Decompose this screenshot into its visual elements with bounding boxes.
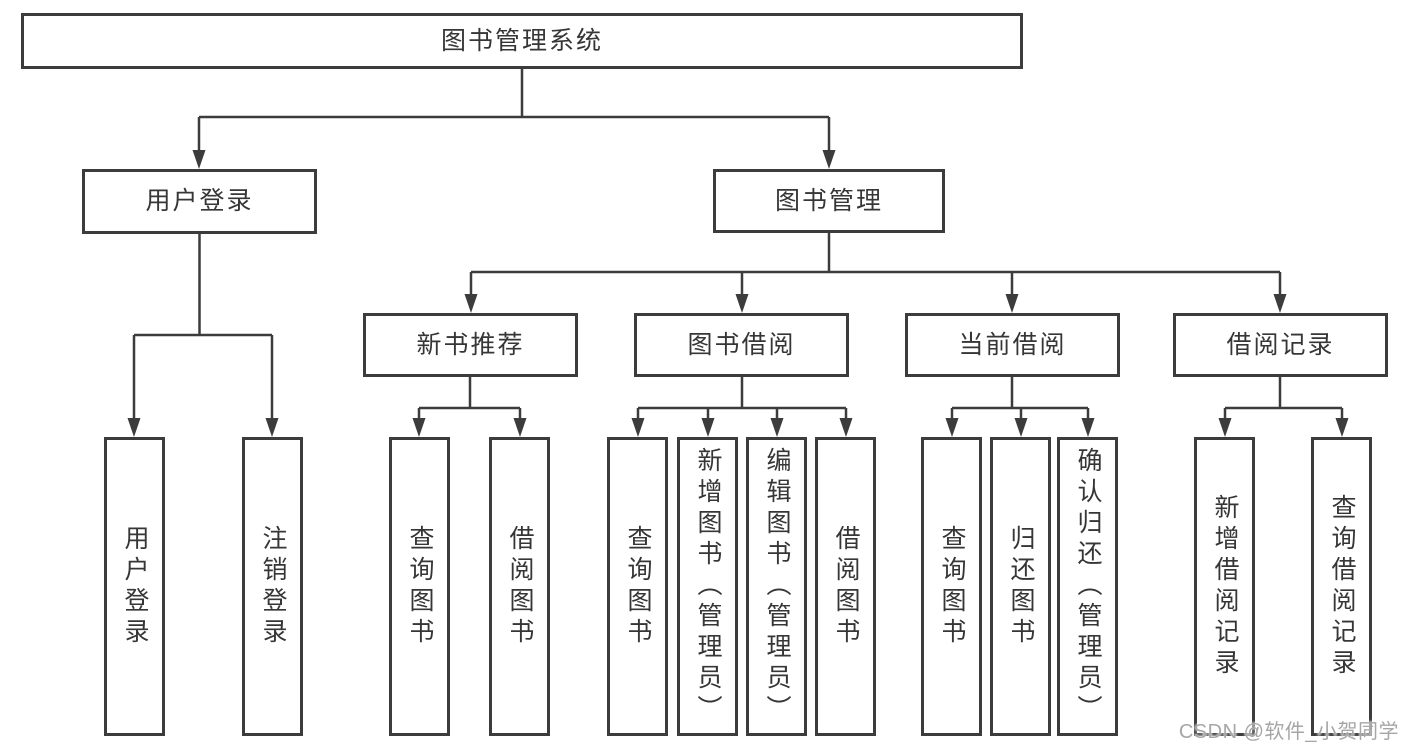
leaf-newbooks-borrow-books: 借阅图书 [489,437,550,736]
node-library-system-root: 图书管理系统 [21,13,1023,69]
node-user-login: 用户登录 [82,169,317,234]
leaf-newbooks-query-books: 查询图书 [389,437,450,736]
leaf-user-login: 用户登录 [104,437,165,736]
node-book-management: 图书管理 [713,169,945,233]
edge-bookmgmt-to-level3 [469,233,1282,296]
edge-bookborrow-to-leaves [636,377,848,420]
leaf-current-return-books: 归还图书 [990,437,1051,736]
csdn-watermark: CSDN @软件_小贺同学 [1178,721,1399,743]
edge-borrowrecords-to-leaves [1223,377,1344,420]
leaf-logout: 注销登录 [242,437,303,736]
edge-root-to-level2 [197,69,831,152]
leaf-borrow-borrow-books: 借阅图书 [815,437,876,736]
leaf-borrow-query-books: 查询图书 [607,437,668,736]
leaf-borrow-add-books-admin: 新增图书（管理员） [677,437,738,736]
leaf-records-add-record: 新增借阅记录 [1194,437,1255,736]
node-borrow-records: 借阅记录 [1173,313,1388,377]
leaf-current-query-books: 查询图书 [921,437,982,736]
arrowheads [127,150,1349,437]
leaf-records-query-record: 查询借阅记录 [1311,437,1372,736]
edge-currentborrow-to-leaves [950,377,1090,420]
leaf-current-confirm-return-admin: 确认归还（管理员） [1057,437,1118,736]
edge-userlogin-to-leaves [132,234,274,420]
node-current-borrow: 当前借阅 [905,313,1120,377]
leaf-borrow-edit-books-admin: 编辑图书（管理员） [746,437,807,736]
edge-newbooks-to-leaves [417,377,522,420]
node-book-borrow: 图书借阅 [634,313,849,377]
node-new-book-recommend: 新书推荐 [363,313,578,377]
